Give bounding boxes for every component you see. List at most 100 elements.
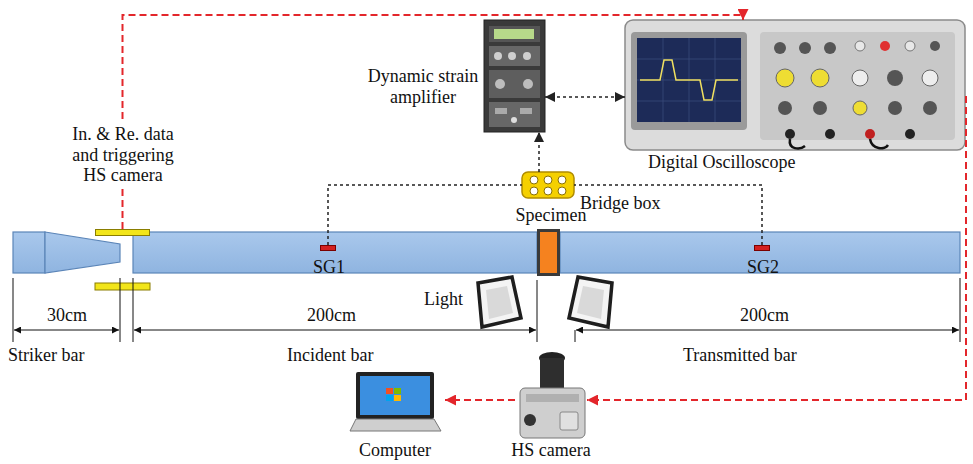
light-lamp xyxy=(569,277,612,327)
bridge-box xyxy=(522,172,574,198)
hs-camera xyxy=(520,352,585,438)
hs-camera-part xyxy=(526,394,579,402)
node-label: Specimen xyxy=(501,205,601,226)
oscilloscope-part xyxy=(888,101,902,115)
laptop-computer-part xyxy=(394,388,401,394)
dimension-line-part xyxy=(134,330,536,331)
striker-bar-part xyxy=(13,232,45,273)
light-lamp-part xyxy=(569,277,612,327)
dimension-line-part xyxy=(14,330,119,331)
bar-label: Transmitted bar xyxy=(683,345,797,366)
light-lamp xyxy=(478,277,521,327)
oscilloscope-part xyxy=(853,101,867,115)
strain-amplifier xyxy=(484,20,545,132)
oscilloscope-part xyxy=(870,139,888,148)
laptop-computer-part xyxy=(360,376,430,415)
bridge-box-unit: Bridge box xyxy=(522,172,574,198)
oscilloscope-part xyxy=(852,70,868,86)
camera-unit: HS camera xyxy=(515,352,587,438)
strain-amplifier-part xyxy=(494,29,534,39)
striker-bar-part xyxy=(45,232,120,273)
dimension-line-part xyxy=(576,330,959,331)
strain-amplifier-part xyxy=(489,26,540,42)
oscilloscope-part xyxy=(824,42,836,54)
trigger-pad: In. & Re. data and triggering HS camera xyxy=(95,229,150,236)
oscilloscope-part xyxy=(905,41,915,51)
hs-camera-part xyxy=(524,414,536,426)
strain-amplifier-part xyxy=(523,52,531,60)
strain-gauge: SG1 xyxy=(320,245,336,251)
hs-camera-part xyxy=(540,358,564,388)
dimension-label: 200cm xyxy=(307,305,356,326)
dimension-line xyxy=(13,278,960,342)
dimension-line-part xyxy=(13,278,14,342)
dimension-line-part xyxy=(537,280,538,342)
dimension-label: 200cm xyxy=(740,305,789,326)
oscilloscope-part xyxy=(760,32,955,140)
oscilloscope-part xyxy=(640,60,738,100)
oscilloscope-part xyxy=(785,129,795,139)
strain-amplifier-part xyxy=(523,79,533,89)
dimension-line-part xyxy=(120,278,121,342)
bar-label: Striker bar xyxy=(8,345,84,366)
trigger-pad xyxy=(95,283,150,290)
strain-amplifier-part xyxy=(495,79,505,89)
bridge-box-part xyxy=(558,176,566,184)
striker-bar xyxy=(13,232,120,273)
bridge-box-part xyxy=(544,187,552,195)
oscilloscope-part xyxy=(930,41,940,51)
laptop-computer-part xyxy=(356,372,434,419)
light-lamp-part xyxy=(478,277,521,327)
strain-amplifier-part xyxy=(494,52,502,60)
trigger-signal-line xyxy=(445,399,515,401)
oscilloscope-part xyxy=(905,129,915,139)
laptop-computer xyxy=(350,372,441,431)
bridge-box-part xyxy=(558,187,566,195)
node-label: Dynamic strain amplifier xyxy=(364,66,482,107)
oscilloscope-part xyxy=(923,101,937,115)
oscilloscope-part xyxy=(799,42,811,54)
oscilloscope-part xyxy=(631,32,747,130)
oscilloscope-part xyxy=(825,129,835,139)
oscilloscope-part xyxy=(813,101,827,115)
oscilloscope-part xyxy=(855,41,865,51)
trigger-signal-line xyxy=(123,15,744,229)
specimen-block: Specimen xyxy=(537,229,560,276)
strain-amplifier-part xyxy=(489,70,540,98)
bridge-box-part xyxy=(530,176,538,184)
oscilloscope-part xyxy=(922,70,938,86)
strain-gauge: SG2 xyxy=(754,245,770,251)
strain-amplifier-part xyxy=(489,46,540,66)
bridge-box-part xyxy=(530,187,538,195)
oscilloscope-part xyxy=(625,20,965,150)
node-label: In. & Re. data and triggering HS camera xyxy=(61,123,185,187)
oscilloscope xyxy=(625,20,965,150)
trigger-signal-line xyxy=(587,97,966,400)
dimension-line-part xyxy=(575,330,576,342)
node-label: Computer xyxy=(335,440,455,461)
laptop-computer-part xyxy=(350,419,441,431)
oscilloscope-part xyxy=(887,70,903,86)
node-label: Digital Oscilloscope xyxy=(648,152,795,173)
signal-wire xyxy=(574,185,762,245)
bridge-box-part xyxy=(544,176,552,184)
dimension-label: 30cm xyxy=(47,305,87,326)
strain-amplifier-part xyxy=(511,117,517,123)
amplifier-unit: Dynamic strain amplifier xyxy=(484,20,545,132)
light-label: Light xyxy=(424,289,463,310)
computer-unit: Computer xyxy=(345,372,445,432)
strain-amplifier-part xyxy=(484,20,545,132)
oscilloscope-part xyxy=(880,41,890,51)
signal-wire xyxy=(538,132,540,172)
laptop-computer-part xyxy=(386,395,393,401)
oscilloscope-part xyxy=(637,38,741,122)
hs-camera-part xyxy=(560,412,578,430)
dimension-line-part xyxy=(133,278,134,342)
node-label: SG1 xyxy=(299,257,359,278)
laptop-computer-part xyxy=(386,388,393,394)
oscilloscope-part xyxy=(776,69,794,87)
strain-amplifier-part xyxy=(495,108,507,114)
signal-wire xyxy=(545,96,625,98)
strain-amplifier-part xyxy=(489,102,540,127)
